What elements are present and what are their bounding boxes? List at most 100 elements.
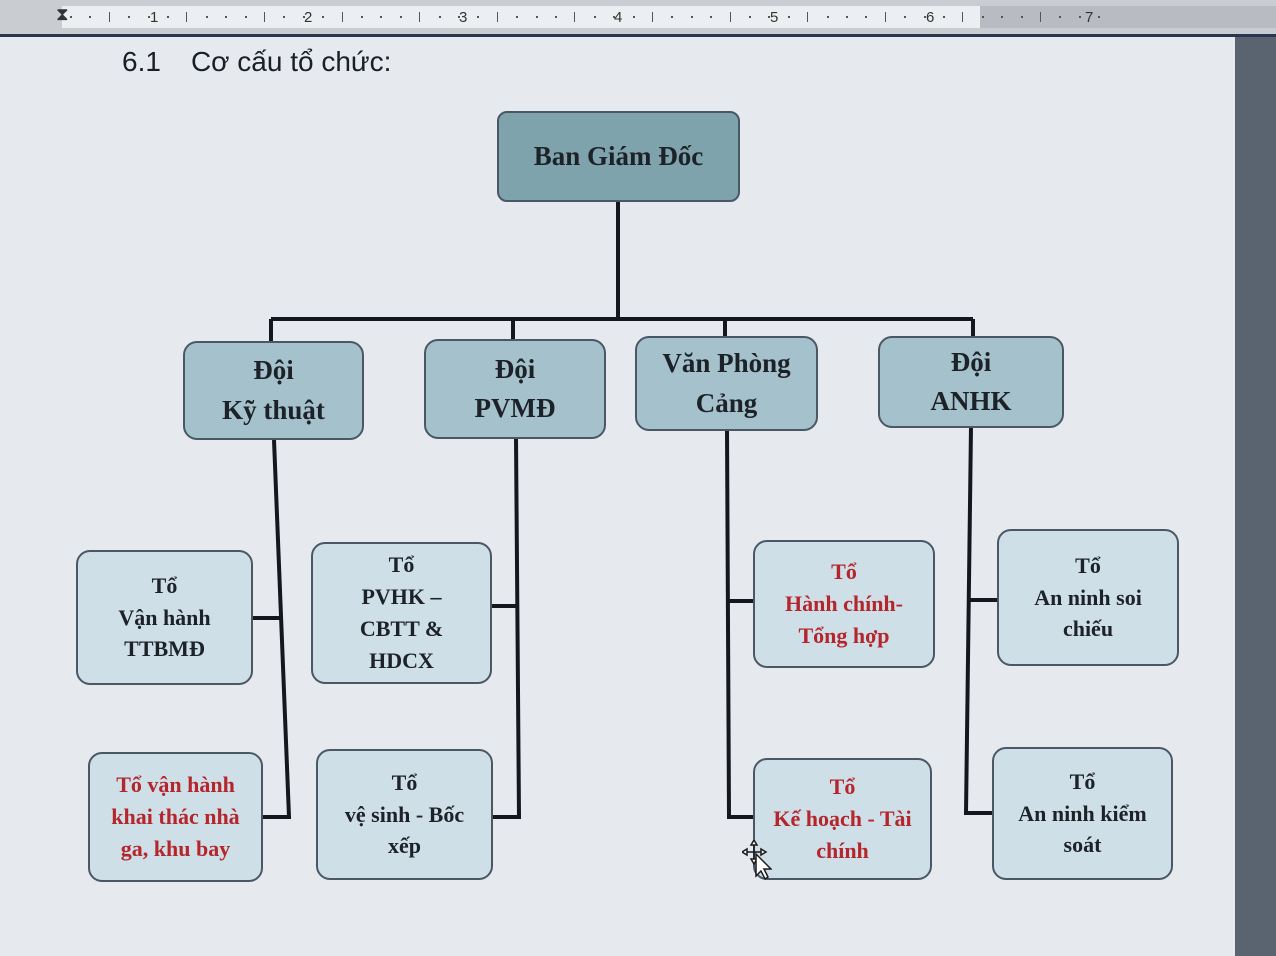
unit-box-ve-sinh-boc-xep[interactable]: Tổ vệ sinh - Bốc xếp	[316, 749, 493, 880]
dept-box-van-phong-cang[interactable]: Văn Phòng Cảng	[635, 336, 818, 431]
org-root-label: Ban Giám Đốc	[533, 141, 704, 171]
ruler-number: 3	[459, 9, 468, 26]
ruler-tick	[574, 12, 576, 22]
ruler-tick	[458, 16, 460, 18]
unit-label-line: Tổ	[391, 769, 418, 795]
unit-label-line: An ninh kiểm	[1018, 800, 1147, 826]
ruler-tick	[205, 16, 208, 18]
ruler-margin-area	[980, 6, 1276, 28]
ruler-tick	[419, 12, 421, 22]
ruler-text-area	[62, 6, 980, 28]
dept-label-line1: Đội	[253, 355, 294, 386]
ruler-tick	[244, 16, 247, 18]
ruler-tick	[729, 12, 731, 22]
ruler-tick	[593, 16, 596, 18]
unit-label-line: Tổ vận hành	[116, 772, 235, 798]
ruler-tick	[186, 12, 188, 22]
unit-label-line: Tổ	[1075, 552, 1101, 578]
ruler-tick	[70, 16, 72, 18]
ruler-tick	[225, 16, 228, 18]
unit-box-van-hanh-ttbmd[interactable]: Tổ Vận hành TTBMĐ	[76, 550, 253, 685]
horizontal-ruler[interactable]: ⧗ 1 2 3 4 5 6 7	[0, 0, 1276, 37]
unit-label-line: TTBMĐ	[124, 636, 205, 662]
unit-label-line: Tổ	[831, 559, 857, 585]
ruler-tick	[341, 12, 343, 22]
ruler-tick	[613, 16, 616, 18]
dept-label-line1: Đội	[950, 346, 992, 377]
ruler-tick	[283, 16, 286, 18]
dept-box-ky-thuat[interactable]: Đội Kỹ thuật	[183, 341, 364, 440]
spine-pvmd	[493, 437, 522, 819]
ruler-tick	[768, 16, 771, 18]
ruler-tick	[1078, 16, 1081, 18]
ruler-tick	[710, 16, 713, 18]
spine-ky-thuat	[262, 439, 292, 819]
ruler-tick	[826, 16, 829, 18]
unit-label-line: Tổng hợp	[798, 622, 890, 648]
ruler-tick	[981, 16, 984, 18]
page-edge	[1235, 37, 1276, 956]
ruler-number: 2	[304, 9, 313, 26]
ruler-tick	[1040, 12, 1041, 22]
unit-box-pvhk-cbtt-hdcx[interactable]: Tổ PVHK – CBTT & HDCX	[311, 542, 492, 684]
ruler-tick	[361, 16, 363, 18]
ruler-tick	[1059, 16, 1062, 18]
ruler-tick	[846, 16, 848, 18]
dept-label-line2: Cảng	[695, 387, 758, 418]
unit-label-line: soát	[1063, 832, 1102, 858]
ruler-tick	[884, 12, 886, 22]
ruler-tick	[516, 16, 519, 18]
unit-label-line: ga, khu bay	[120, 835, 231, 861]
ruler-tick	[1020, 16, 1023, 18]
ruler-tick	[671, 16, 674, 18]
unit-label-line: Tổ	[388, 552, 415, 578]
ruler-tick	[147, 16, 150, 18]
unit-box-an-ninh-kiem-soat[interactable]: Tổ An ninh kiểm soát	[992, 747, 1173, 880]
ruler-tick	[322, 16, 325, 18]
spine-anhk	[963, 426, 994, 815]
unit-box-khai-thac-nha-ga[interactable]: Tổ vận hành khai thác nhà ga, khu bay	[88, 752, 263, 882]
ruler-tick	[555, 16, 557, 18]
ruler-number: 5	[770, 9, 779, 26]
unit-box-hanh-chinh-tong-hop[interactable]: Tổ Hành chính- Tổng hợp	[753, 540, 935, 668]
ruler-tick	[89, 16, 92, 18]
ruler-tick	[865, 16, 868, 18]
dept-label-line2: Kỹ thuật	[222, 394, 325, 425]
unit-box-ke-hoach-tai-chinh[interactable]: Tổ Kế hoạch - Tài chính	[753, 758, 932, 880]
ruler-tick	[380, 16, 383, 18]
dept-box-anhk[interactable]: Đội ANHK	[878, 336, 1064, 428]
unit-label-line: HDCX	[369, 647, 434, 673]
section-title: Cơ cấu tổ chức:	[190, 46, 392, 77]
ruler-tick	[904, 16, 907, 18]
unit-label-line: Tổ	[829, 774, 856, 800]
org-root-box[interactable]: Ban Giám Đốc	[497, 111, 740, 202]
dept-label-line1: Văn Phòng	[662, 348, 791, 379]
unit-label-line: khai thác nhà	[111, 804, 240, 830]
unit-label-line: Tổ	[1069, 768, 1096, 794]
ruler-tick	[749, 16, 751, 18]
unit-label-line: chiếu	[1062, 616, 1114, 642]
ruler-tick	[923, 16, 926, 18]
indent-marker-icon[interactable]: ⧗	[56, 4, 69, 25]
unit-label-line: PVHK –	[361, 584, 442, 610]
move-cursor-icon	[742, 840, 772, 880]
dept-label-line2: ANHK	[930, 386, 1012, 416]
ruler-tick	[962, 12, 964, 22]
unit-label-line: CBTT &	[359, 616, 444, 641]
ruler-tick	[128, 16, 131, 18]
ruler-number: 7	[1085, 9, 1094, 26]
dept-box-pvmd[interactable]: Đội PVMĐ	[424, 339, 606, 439]
ruler-tick	[264, 12, 265, 22]
ruler-tick	[807, 12, 809, 22]
ruler-tick	[632, 16, 635, 18]
unit-label-line: Kế hoạch - Tài	[773, 806, 912, 832]
unit-label-line: xếp	[388, 833, 421, 859]
ruler-number: 4	[614, 9, 623, 26]
unit-label-line: Tổ	[151, 572, 178, 598]
ruler-number: 1	[150, 9, 159, 26]
ruler-tick	[108, 12, 110, 22]
ruler-tick	[1098, 16, 1101, 18]
unit-box-an-ninh-soi-chieu[interactable]: Tổ An ninh soi chiếu	[997, 529, 1179, 666]
ruler-tick	[1001, 16, 1004, 18]
dept-label-line2: PVMĐ	[474, 393, 556, 423]
